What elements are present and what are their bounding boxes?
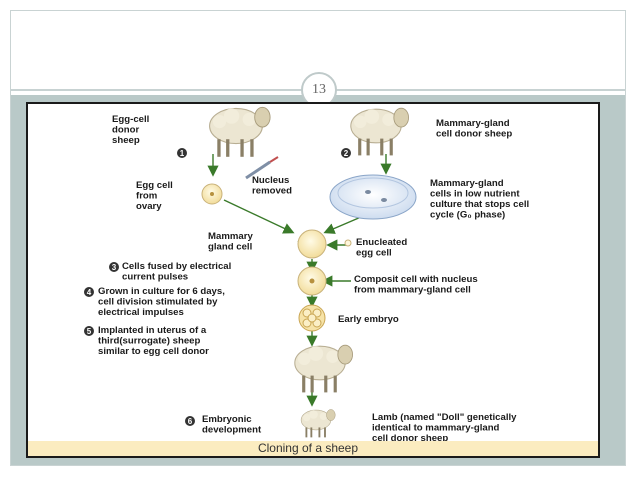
culture-dish-icon bbox=[329, 174, 417, 220]
composite-cell-icon bbox=[297, 266, 327, 296]
label-grown: Grown in culture for 6 days,cell divisio… bbox=[98, 286, 225, 318]
step-2-badge: 2 bbox=[344, 149, 349, 158]
step-badges: 1 2 3 4 5 6 bbox=[84, 148, 351, 426]
step-5-badge: 5 bbox=[87, 327, 92, 336]
step-1-badge: 1 bbox=[180, 149, 185, 158]
pipette-icon bbox=[245, 156, 279, 180]
label-early-embryo: Early embryo bbox=[338, 314, 399, 325]
lamb-image bbox=[300, 409, 336, 438]
surrogate-sheep-image bbox=[294, 344, 354, 393]
egg-donor-sheep-image bbox=[209, 106, 271, 158]
caption-bar bbox=[28, 441, 598, 456]
step-6-badge: 6 bbox=[188, 417, 193, 426]
mammary-donor-sheep-image bbox=[350, 107, 410, 156]
figure-caption: Cloning of a sheep bbox=[258, 441, 358, 455]
egg-cell-icon bbox=[201, 183, 223, 205]
early-embryo-icon bbox=[298, 304, 326, 332]
step-3-badge: 3 bbox=[112, 263, 117, 272]
mammary-gland-cell-icon bbox=[297, 229, 352, 259]
step-4-badge: 4 bbox=[87, 288, 92, 297]
